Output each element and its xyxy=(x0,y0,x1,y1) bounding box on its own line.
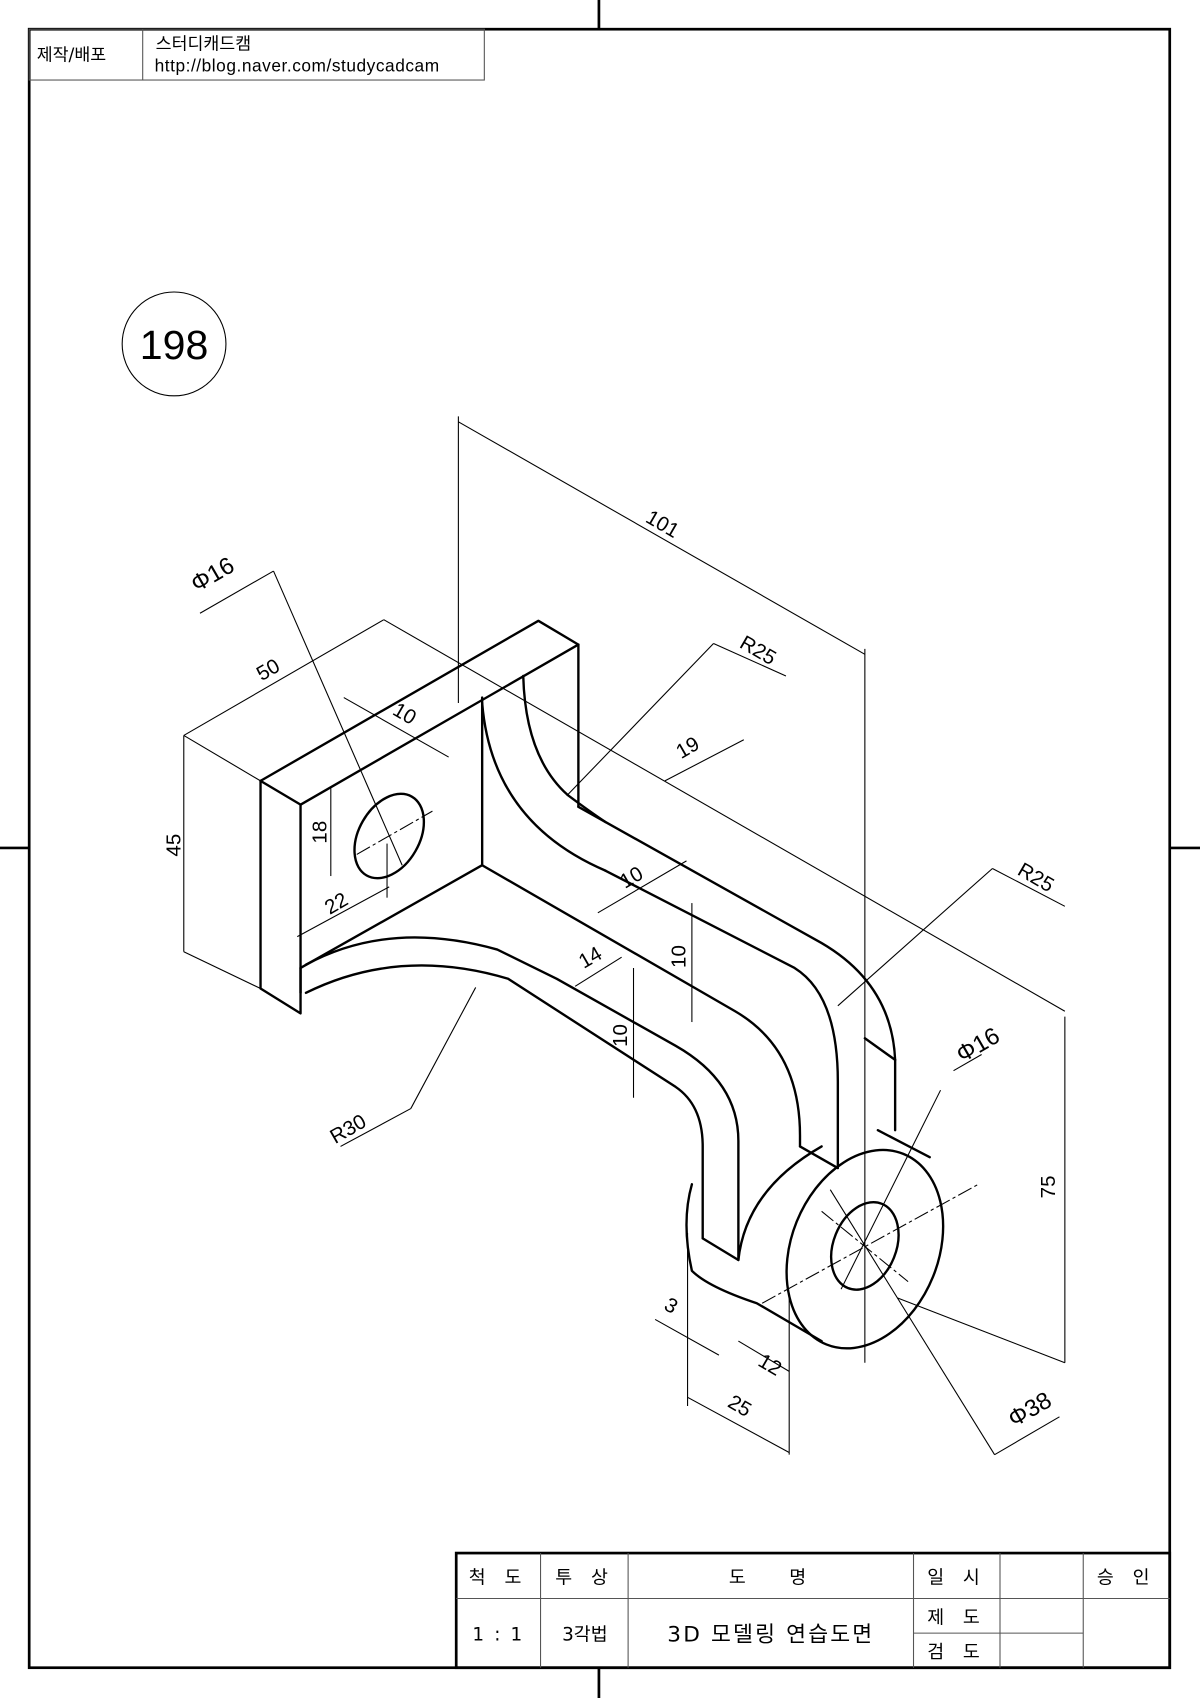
center-lines xyxy=(356,810,979,1304)
dim-19: 19 xyxy=(672,732,703,763)
dim-75: 75 xyxy=(1037,1175,1060,1198)
projection-value: 3각법 xyxy=(562,1625,608,1646)
dim-101: 101 xyxy=(642,506,683,543)
header-box: 제작/배포 스터디캐드캠 http://blog.naver.com/study… xyxy=(28,28,485,81)
drawing-number-badge: 198 xyxy=(121,291,227,397)
dim-12: 12 xyxy=(754,1349,785,1380)
drafted-label: 제 도 xyxy=(927,1607,986,1628)
scale-label: 척 도 xyxy=(469,1567,528,1588)
title-block: 척 도 투 상 도 명 일 시 승 인 1 : 1 3각법 3D 모델링 연습도… xyxy=(454,1551,1172,1670)
header-url[interactable]: http://blog.naver.com/studycadcam xyxy=(155,55,440,75)
dim-3: 3 xyxy=(660,1293,681,1319)
header-label: 제작/배포 xyxy=(37,46,107,66)
dim-18: 18 xyxy=(308,821,331,844)
sheet-border xyxy=(27,27,1172,1670)
checked-label: 검 도 xyxy=(927,1642,986,1663)
dim-45: 45 xyxy=(163,834,186,857)
date-label: 일 시 xyxy=(927,1567,986,1588)
dimension-lines xyxy=(183,416,1066,1456)
dim-phi38: Φ38 xyxy=(1004,1387,1057,1433)
approval-label: 승 인 xyxy=(1097,1567,1156,1588)
dim-phi16-boss: Φ16 xyxy=(952,1022,1005,1068)
dim-10-vertical-b: 10 xyxy=(609,1024,632,1047)
name-label: 도 명 xyxy=(729,1567,813,1588)
part-outline xyxy=(259,619,945,1350)
dim-25: 25 xyxy=(724,1390,755,1421)
dim-10-vertical-a: 10 xyxy=(667,945,690,968)
drawing-name: 3D 모델링 연습도면 xyxy=(667,1623,874,1648)
dim-r25-top: R25 xyxy=(736,631,780,670)
drawing-number: 198 xyxy=(140,322,209,368)
header-author: 스터디캐드캠 xyxy=(156,35,251,55)
scale-value: 1 : 1 xyxy=(472,1625,524,1646)
dim-22: 22 xyxy=(321,888,352,919)
dim-14: 14 xyxy=(575,942,606,973)
projection-label: 투 상 xyxy=(555,1567,614,1588)
dim-phi16-plate: Φ16 xyxy=(186,552,239,598)
dim-50: 50 xyxy=(253,654,284,685)
